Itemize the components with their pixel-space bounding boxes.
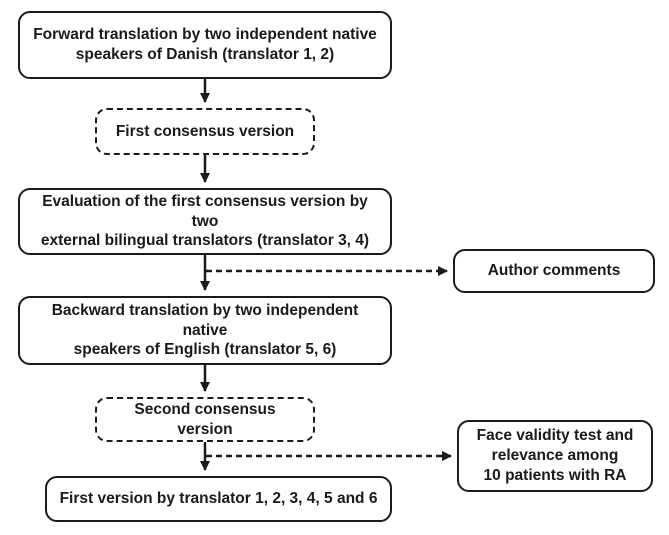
- forward-translation-label: Forward translation by two independent n…: [33, 26, 377, 63]
- backward-translation-box: Backward translation by two independent …: [18, 296, 392, 365]
- first-consensus-label: First consensus version: [115, 122, 295, 140]
- author-comments-label: Author comments: [487, 262, 621, 280]
- second-consensus-box: Second consensus version: [95, 397, 315, 442]
- first-consensus-box: First consensus version: [95, 108, 315, 155]
- forward-translation-box: Forward translation by two independent n…: [18, 11, 392, 79]
- evaluation-label: Evaluation of the first consensus versio…: [40, 192, 370, 250]
- second-consensus-label: Second consensus version: [134, 400, 276, 438]
- face-validity-box: Face validity test and relevance among 1…: [457, 420, 653, 492]
- face-validity-label: Face validity test and relevance among 1…: [476, 427, 634, 484]
- first-version-box: First version by translator 1, 2, 3, 4, …: [45, 476, 392, 522]
- author-comments-box: Author comments: [453, 249, 655, 293]
- first-version-label: First version by translator 1, 2, 3, 4, …: [59, 490, 378, 508]
- evaluation-box: Evaluation of the first consensus versio…: [18, 188, 392, 255]
- backward-translation-label: Backward translation by two independent …: [51, 301, 359, 359]
